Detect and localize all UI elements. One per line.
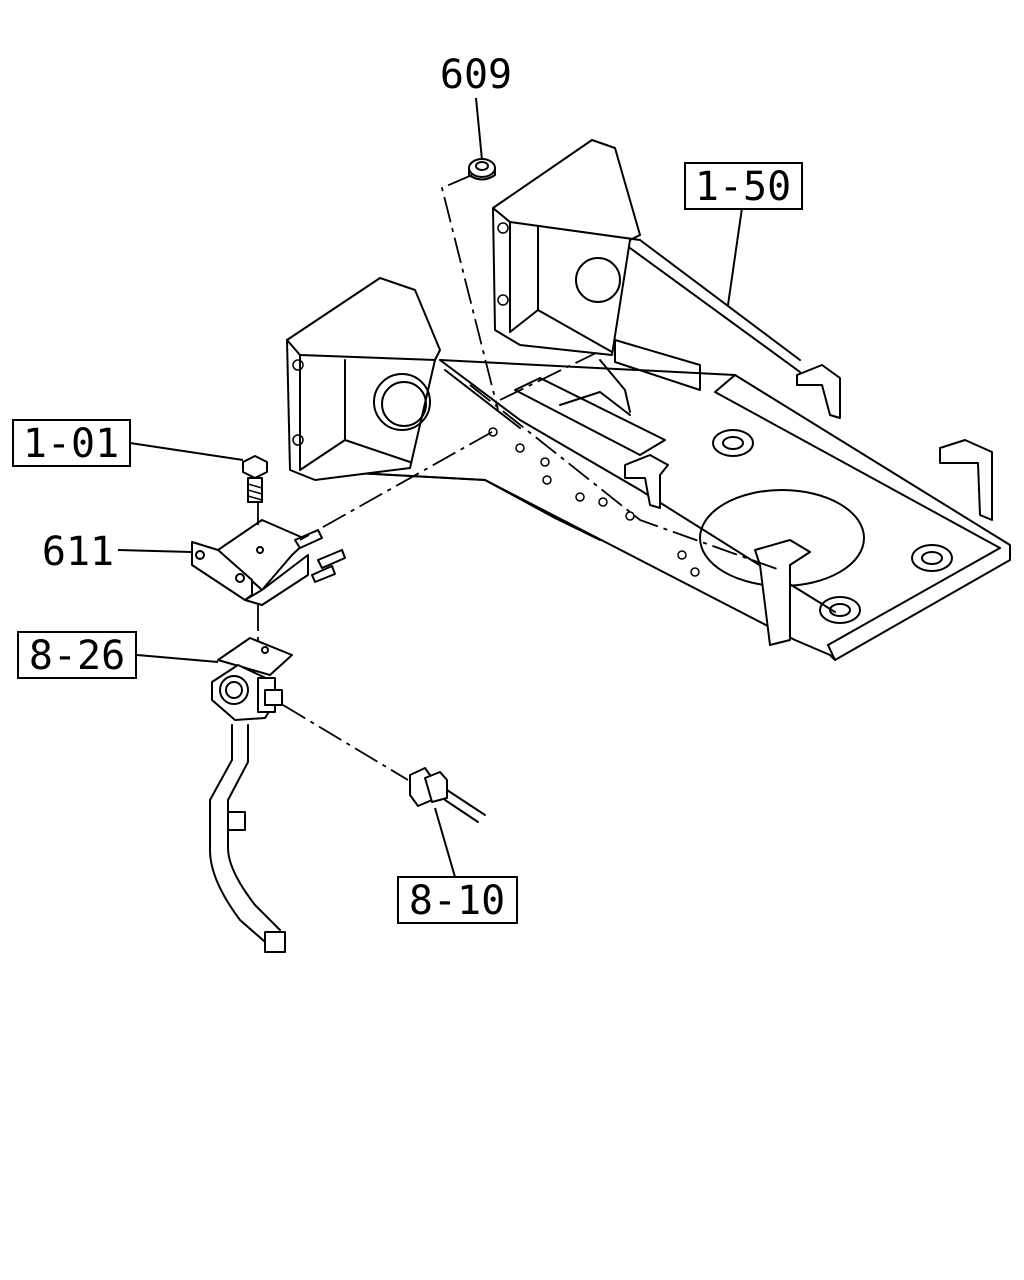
assembly-centerlines bbox=[257, 174, 781, 781]
callout-1-50: 1-50 bbox=[695, 164, 791, 210]
bracket-611 bbox=[191, 519, 346, 606]
frame-crossmember bbox=[286, 139, 1011, 661]
callout-box-8-10 bbox=[397, 876, 518, 924]
callout-1-01: 1-01 bbox=[23, 421, 119, 467]
leader-lines bbox=[117, 97, 743, 878]
callout-box-8-26 bbox=[17, 631, 137, 679]
callout-8-26: 8-26 bbox=[29, 633, 125, 679]
connector-8-10 bbox=[409, 767, 486, 823]
bolt-1-01 bbox=[242, 455, 268, 503]
callout-609: 609 bbox=[440, 52, 512, 98]
nut-609 bbox=[468, 158, 496, 181]
callout-box-1-50 bbox=[684, 162, 803, 210]
callout-8-10: 8-10 bbox=[409, 878, 505, 924]
callout-box-1-01 bbox=[12, 419, 131, 467]
callout-611: 611 bbox=[42, 529, 114, 575]
valve-8-26 bbox=[209, 637, 293, 953]
